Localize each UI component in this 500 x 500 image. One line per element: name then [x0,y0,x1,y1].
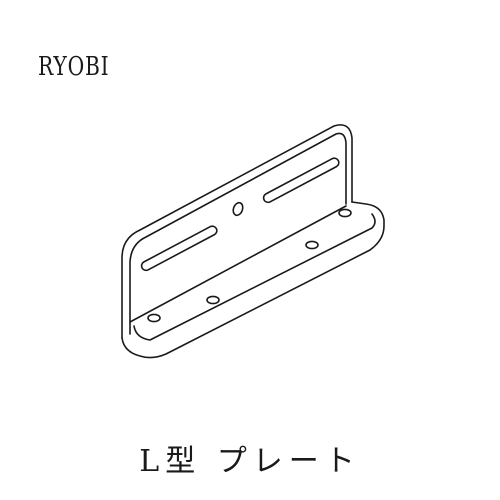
vertical-flange-thickness [129,132,347,335]
base-plate-top-edge [133,213,376,341]
base-hole-3 [305,240,319,250]
slot-right [262,157,340,204]
product-name-caption: L型 プレート [139,444,361,479]
base-hole-4 [338,208,352,218]
base-hole-2 [206,295,220,305]
vertical-flange-outline [121,124,353,339]
center-hole [232,201,244,217]
base-plate-outline [121,201,385,359]
bend-line [129,205,347,323]
brand-logo-text: RYOBI [38,52,110,82]
base-hole-1 [147,313,161,323]
slot-left [140,225,218,272]
